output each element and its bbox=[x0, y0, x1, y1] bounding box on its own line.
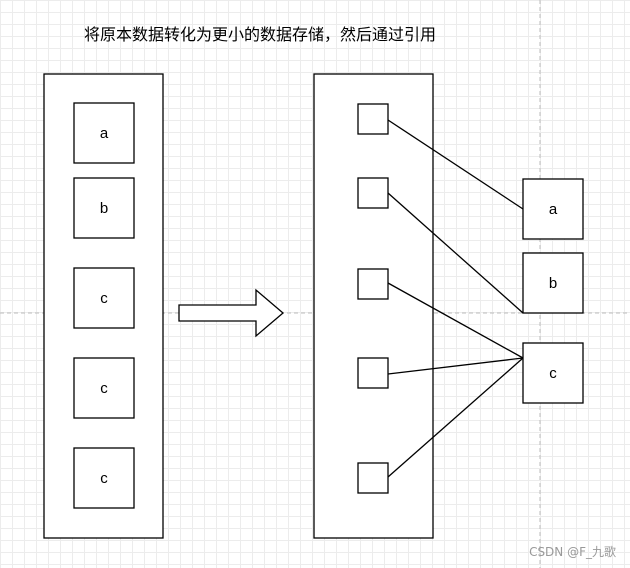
stored-value-box bbox=[522, 342, 584, 404]
stored-values: a b c bbox=[522, 178, 584, 404]
original-item-label: a bbox=[100, 125, 109, 142]
reference-container bbox=[313, 73, 434, 539]
watermark: CSDN @F_九歌 bbox=[529, 545, 616, 559]
original-item-box bbox=[73, 267, 135, 329]
reference-slot bbox=[357, 462, 389, 494]
transform-arrow-icon bbox=[178, 288, 285, 338]
original-item-label: b bbox=[100, 200, 108, 217]
original-item-box bbox=[73, 177, 135, 239]
reference-line bbox=[387, 192, 524, 314]
reference-line bbox=[387, 119, 524, 210]
reference-line bbox=[387, 357, 524, 375]
stored-value-box bbox=[522, 252, 584, 314]
original-item-label: c bbox=[100, 470, 108, 487]
reference-slot bbox=[357, 357, 389, 389]
original-item-box bbox=[73, 102, 135, 164]
reference-slot bbox=[357, 177, 389, 209]
reference-slots bbox=[357, 103, 389, 494]
reference-slot bbox=[357, 103, 389, 135]
original-item-label: c bbox=[100, 290, 108, 307]
original-item-box bbox=[73, 447, 135, 509]
diagram-title: 将原本数据转化为更小的数据存储，然后通过引用 bbox=[84, 25, 437, 44]
reference-line bbox=[387, 357, 524, 478]
original-item-label: c bbox=[100, 380, 108, 397]
reference-slot bbox=[357, 268, 389, 300]
original-item-box bbox=[73, 357, 135, 419]
stored-value-box bbox=[522, 178, 584, 240]
original-data-items: a b c c c bbox=[73, 102, 135, 509]
stored-value-label: b bbox=[549, 275, 557, 292]
reference-lines bbox=[387, 119, 524, 478]
stored-value-label: a bbox=[549, 201, 558, 218]
reference-line bbox=[387, 282, 524, 359]
stored-value-label: c bbox=[549, 365, 557, 382]
